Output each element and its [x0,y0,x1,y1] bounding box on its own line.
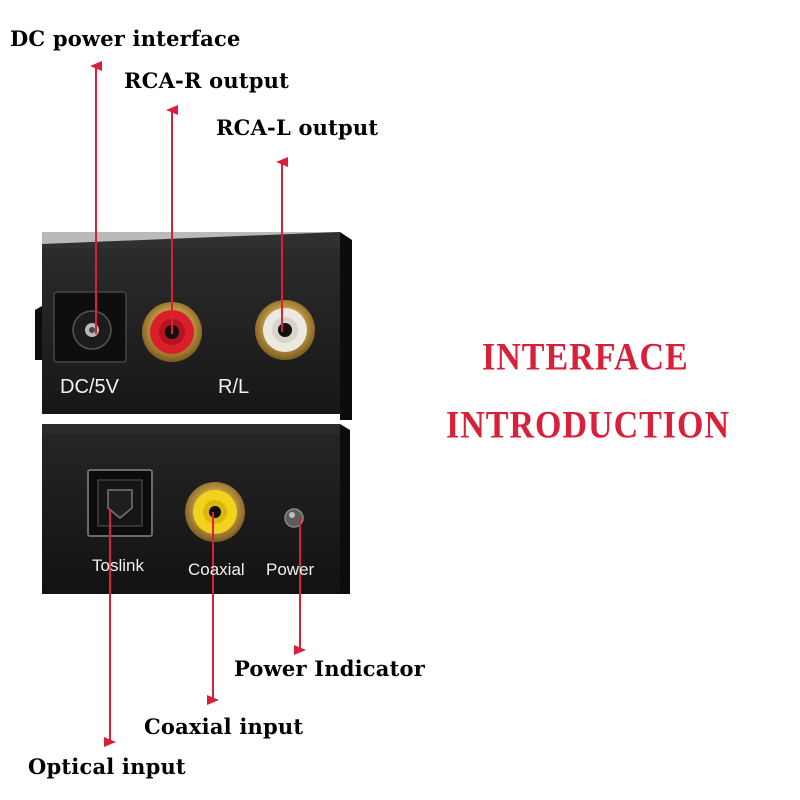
power-label: Power [266,560,315,579]
callout-dc-power: DC power interface [10,26,241,51]
coaxial-jack [185,482,245,542]
callout-arrows [90,61,306,747]
dc-label: DC/5V [60,376,119,398]
callout-power-indicator: Power Indicator [234,656,425,681]
heading-line-2: INTRODUCTION [446,404,731,447]
heading-line-1: INTERFACE [482,336,689,379]
rl-label: R/L [218,376,250,398]
callout-rca-l: RCA-L output [216,115,379,140]
callout-optical-input: Optical input [28,754,186,779]
rca-l-jack [255,300,315,360]
callout-coaxial-input: Coaxial input [144,714,304,739]
toslink-port [87,469,153,537]
callout-rca-r: RCA-R output [124,68,289,93]
dc-jack [53,291,127,363]
power-led [284,508,304,528]
toslink-label: Toslink [92,556,144,575]
coaxial-label: Coaxial [188,560,245,579]
